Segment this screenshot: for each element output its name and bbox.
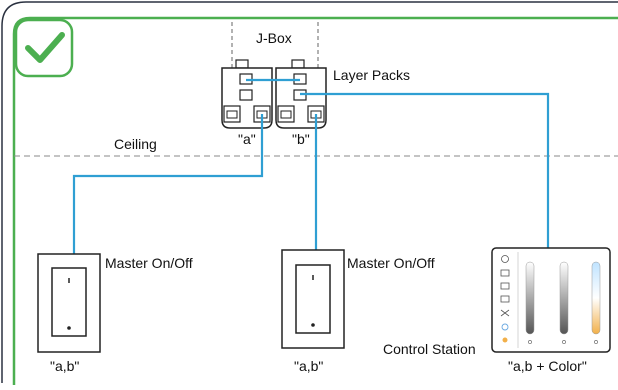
- master-switch-2: [281, 249, 345, 349]
- master-on-off-label-2: Master On/Off: [347, 255, 435, 271]
- pack-b-tag: "b": [292, 131, 310, 147]
- outer-border: [1, 1, 618, 383]
- switch-2-tag: "a,b": [294, 358, 324, 374]
- pack-a-tag: "a": [238, 131, 256, 147]
- station-tag: "a,b + Color": [508, 358, 587, 374]
- check-badge: [14, 18, 74, 78]
- control-station-label: Control Station: [383, 341, 476, 357]
- wire-to-control-station: [300, 92, 550, 248]
- jbox-label: J-Box: [256, 30, 292, 46]
- master-on-off-label-1: Master On/Off: [105, 255, 193, 271]
- green-frame: [12, 16, 618, 385]
- checkmark-icon: [25, 32, 65, 63]
- layer-pack-a: [221, 59, 273, 129]
- layer-packs-label: Layer Packs: [333, 67, 411, 83]
- switch-1-tag: "a,b": [50, 358, 80, 374]
- ceiling-label: Ceiling: [114, 136, 157, 152]
- wire-to-master-1: [72, 114, 264, 254]
- wires: [72, 78, 550, 254]
- control-station: [491, 247, 611, 353]
- master-switch-1: [37, 253, 101, 353]
